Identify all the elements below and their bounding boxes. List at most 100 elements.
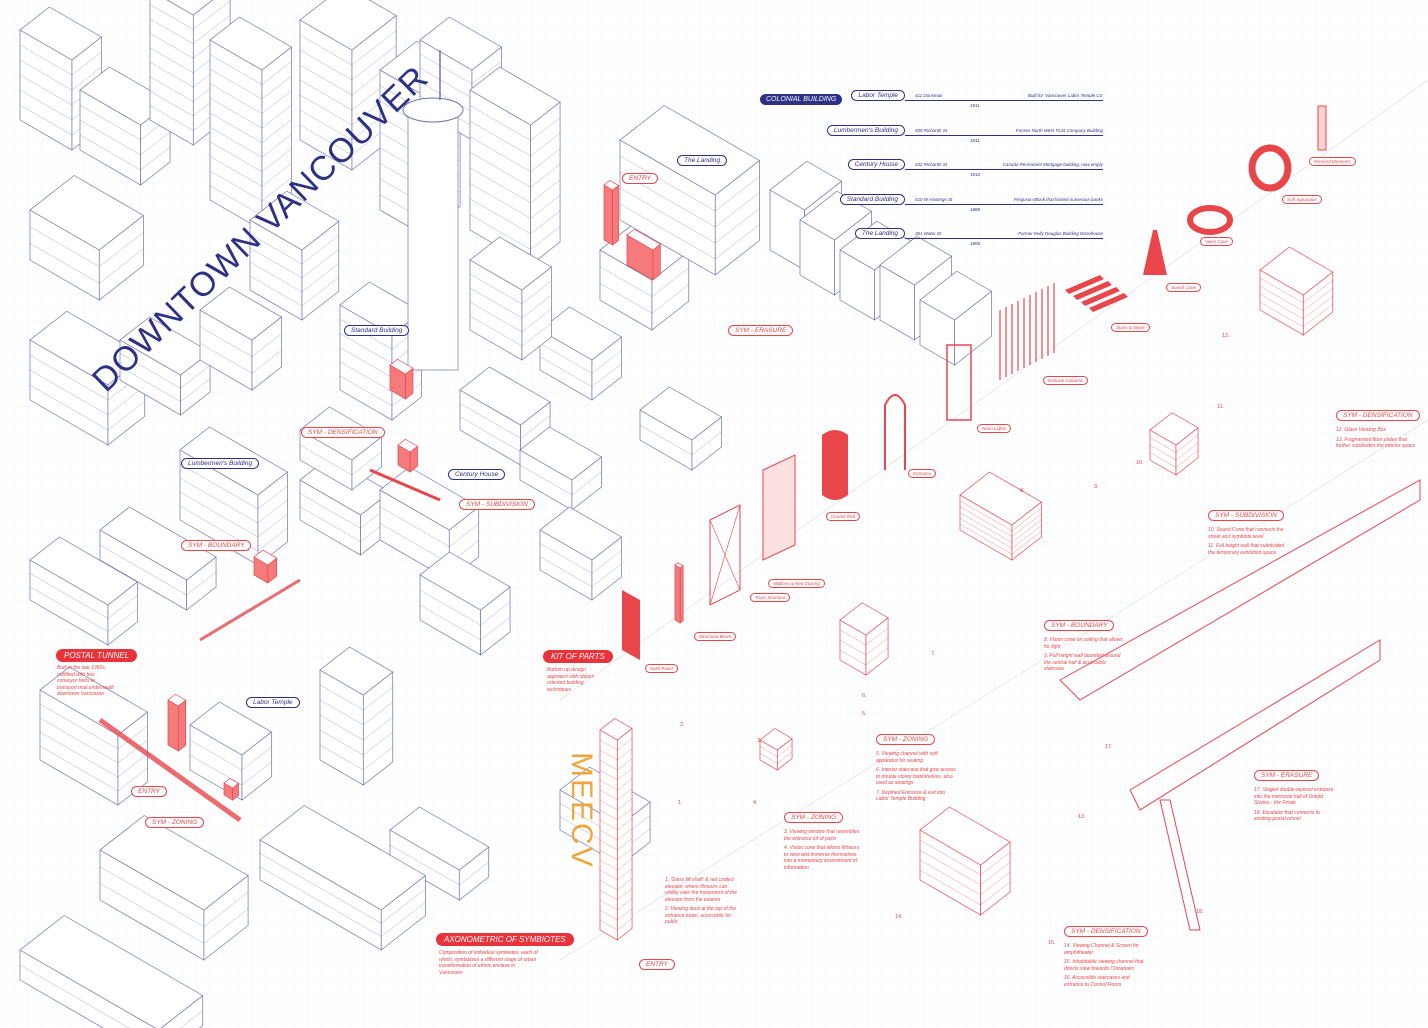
part-label: Solid Panel (645, 664, 678, 673)
colonial-row: Standard Building 510 W Hastings St Ferg… (839, 193, 1103, 216)
sym-erasure: SYM - ERASURE 17. Staged double-layered e… (1254, 764, 1334, 826)
sym-title: SYM - BOUNDARY (1044, 620, 1115, 631)
curved-red (822, 430, 848, 500)
sym-title: SYM - DENSIFICATION (1064, 926, 1148, 937)
sym-item: 5. Viewing channel with soft apparatus f… (876, 751, 938, 764)
meecv-sign: MEECV (565, 752, 598, 869)
part-label: Stairs & Steps (1111, 323, 1150, 332)
part-number: 7. (931, 651, 936, 657)
part-label: Structural Beam (694, 632, 737, 641)
part-number: 11. (1217, 404, 1225, 410)
label-labor-temple: Labor Temple (246, 697, 300, 708)
sym-item: 14. Viewing Channel & Screen for amphith… (1064, 943, 1139, 956)
sym-item: 11. Full height wall that subdivided the… (1208, 543, 1285, 556)
sym-item: 3. Viewing window that resembles the ent… (784, 829, 860, 842)
part-number: 17. (1105, 744, 1113, 750)
colonial-year: 1889 (970, 206, 981, 212)
colonial-address: 411 Dunsmuir (915, 93, 943, 98)
voice-cave (1187, 205, 1233, 235)
colonial-address: 432 Richards St (915, 162, 948, 167)
sym-item: 13. Fragmented floor plates that further… (1336, 436, 1416, 450)
colonial-name: Lumbermen's Building (826, 124, 905, 136)
stair-step (1089, 293, 1128, 312)
structural-beam (674, 564, 681, 624)
lookout-tower (407, 109, 459, 371)
row-divider (905, 169, 1103, 170)
part-number: 18. (1196, 909, 1204, 915)
erasure-ramp (1129, 639, 1381, 811)
colonial-row: Labor Temple 411 Dunsmuir Built for 'Van… (851, 90, 1103, 112)
part-label: Soft Apparatus (1282, 195, 1322, 204)
tower-top (402, 97, 464, 123)
row-divider (905, 100, 1103, 101)
red-symbiote (603, 184, 614, 246)
sym-title: SYM - ZONING (876, 734, 936, 745)
part-number: 4. (753, 800, 758, 806)
row-divider (905, 134, 1103, 136)
sym-item: 17. Staged double-layered entrance into … (1254, 787, 1334, 806)
sym-item: 7. Depthed Entrance & exit into Labor Te… (876, 789, 946, 803)
part-number: 8 (1020, 488, 1024, 494)
sym-item: 4. Vision cone that allows filmeurs to v… (784, 845, 860, 871)
colonial-address: 361 Water St (915, 231, 942, 236)
sym-item: 10. Sound Cone that connects the street … (1208, 527, 1284, 540)
colonial-address: 510 W Hastings St (915, 196, 953, 202)
kit-of-parts-text: Bottom up design approach with object-or… (547, 667, 595, 693)
colonial-note: Former Kelly Douglas Building Warehouse (1018, 231, 1103, 236)
sym-title: SYM - ERASURE (1254, 770, 1320, 781)
sym-densification-b: SYM - DENSIFICATION 14. Viewing Channel &… (1064, 920, 1148, 991)
escalator (1159, 799, 1201, 931)
part-number: 13. (1078, 814, 1086, 820)
label-sym-erasure: SYM - ERASURE (728, 325, 794, 336)
label-sym-boundary: SYM - BOUNDARY (181, 540, 252, 551)
colonial-note: Former North West Trust Company Building (1015, 127, 1103, 133)
sym-title: SYM - DENSIFICATION (1336, 410, 1420, 421)
part-number: 14. (895, 914, 903, 920)
label-century-house: Century House (448, 469, 506, 480)
soft-apparatus (1248, 144, 1292, 192)
postal-tunnel-text: Built in the late 1950s, outfitted with … (57, 665, 114, 697)
row-divider (905, 238, 1103, 239)
colonial-year: 1911 (970, 137, 980, 143)
kit-axis-2 (559, 419, 1428, 961)
colonial-year: 1911 (970, 103, 980, 108)
sym-title: SYM - ZONING (784, 812, 844, 823)
sym-item: 9. Full height wall bounded around the c… (1044, 653, 1121, 672)
part-label: Mirrored Elements (1309, 157, 1356, 166)
solid-panel (622, 590, 640, 660)
part-number: 9. (1094, 484, 1099, 490)
colonial-note: Canada Permanent Mortgage building, now … (1002, 162, 1103, 167)
colonial-name: The Landing (854, 228, 905, 239)
stair-step (1081, 287, 1120, 306)
colonial-note: Ferguson Block that hosted numerous bank… (1013, 196, 1103, 202)
entry-note-2: 2. Viewing deck at the top of the entran… (665, 906, 737, 925)
colonial-row: The Landing 361 Water St Former Kelly Do… (854, 228, 1103, 250)
stair-step (1073, 281, 1112, 300)
entrance (884, 394, 906, 470)
label-entry-top: ENTRY (622, 173, 658, 184)
part-label: Neon Lights (977, 424, 1012, 433)
axonometric-text: Composition of individual symbiotes, eac… (439, 950, 538, 976)
colonial-name: Century House (847, 159, 905, 170)
colonial-row: Century House 432 Richards St Canada Per… (847, 159, 1103, 181)
part-number: 2. (680, 722, 685, 728)
postal-tunnel-branch (199, 578, 301, 642)
label-standard-building: Standard Building (344, 325, 410, 336)
entry-notes: 1. 'Glass lift shaft' & red coated eleva… (665, 877, 737, 929)
label-lumbermens-building: Lumbermen's Building (181, 458, 260, 469)
sym-item: 18. Escalator that connects to existing … (1254, 809, 1320, 823)
label-entry-left: ENTRY (131, 786, 167, 797)
label-entry-bottom: ENTRY (639, 959, 675, 970)
colonial-row: Lumbermen's Building 509 Richards St For… (826, 124, 1103, 147)
part-label: Curved Red (826, 512, 861, 521)
part-number: 15. (1048, 940, 1056, 946)
part-number: 3. (757, 738, 762, 744)
sym-zoning-a: SYM - ZONING 3. Viewing window that resem… (784, 806, 864, 874)
part-label: Voice Cave (1200, 237, 1233, 246)
red-symbiote (167, 699, 179, 752)
mullions-red-glazing (762, 454, 796, 561)
sym-zoning-b: SYM - ZONING 5. Viewing channel with soft… (876, 728, 956, 806)
